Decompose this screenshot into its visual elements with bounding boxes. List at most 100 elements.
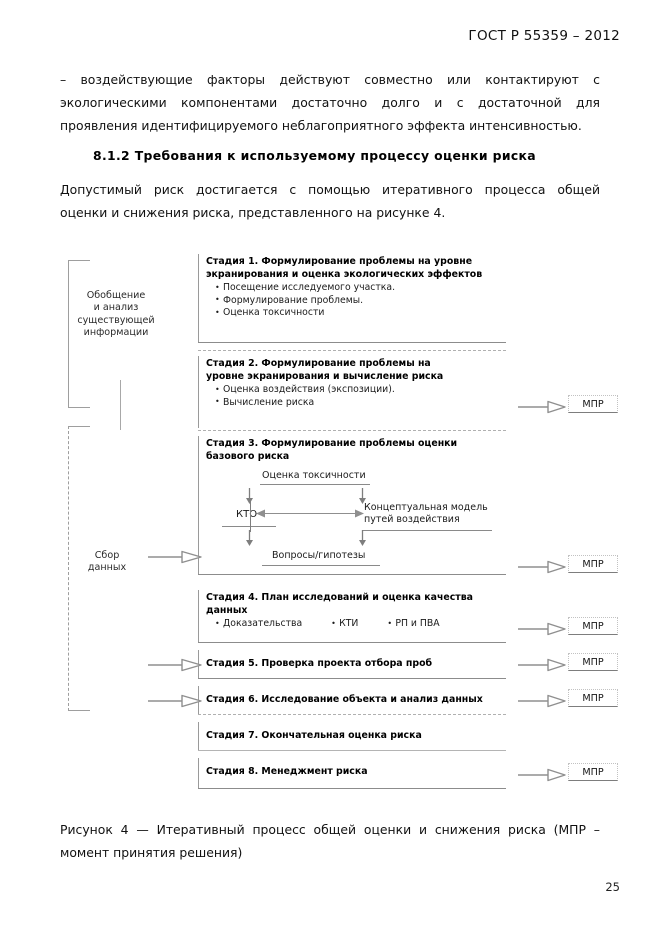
label-summary-analysis: Обобщение и анализ существующей информац… bbox=[68, 290, 164, 340]
decision-point-2: МПР bbox=[568, 555, 618, 573]
stage-title-line: уровне экранирования и вычисление риска bbox=[206, 370, 444, 382]
figure-4-iterative-risk-process: Обобщение и анализ существующей информац… bbox=[0, 250, 661, 795]
paragraph-line: – воздействующие факторы действуют совме… bbox=[60, 72, 600, 87]
arrow-kto-conceptual-bidirectional bbox=[256, 508, 364, 519]
stage-7-left-edge bbox=[198, 722, 199, 750]
stage-title-line: Стадия 5. Проверка проекта отбора проб bbox=[206, 658, 433, 669]
stage-7-bottom-rule bbox=[198, 750, 506, 751]
stage-7-box: Стадия 7. Окончательная оценка риска bbox=[206, 730, 506, 743]
stage-7-title: Стадия 7. Окончательная оценка риска bbox=[206, 730, 506, 743]
stage-bullet: КТИ bbox=[331, 618, 358, 631]
stage-6-bottom-rule bbox=[198, 714, 506, 715]
stage-title-line: Стадия 2. Формулирование проблемы на bbox=[206, 358, 431, 369]
stage-title-line: Стадия 8. Менеджмент риска bbox=[206, 766, 368, 777]
stage-3-conceptual-model-underline bbox=[362, 530, 492, 531]
label-data-collection: Сбор данных bbox=[72, 550, 142, 575]
stage-8-title: Стадия 8. Менеджмент риска bbox=[206, 766, 506, 779]
arrow-toxicity-to-conceptual-model bbox=[358, 488, 367, 505]
stage-6-title: Стадия 6. Исследование объекта и анализ … bbox=[206, 694, 506, 707]
document-standard-header: ГОСТ Р 55359 – 2012 bbox=[468, 28, 620, 44]
stage-2-bullets: Оценка воздействия (экспозиции). Вычисле… bbox=[206, 384, 506, 409]
stage-3-kto-divider bbox=[250, 500, 251, 532]
stage-8-bottom-rule bbox=[198, 788, 506, 789]
stage-title-line: Стадия 7. Окончательная оценка риска bbox=[206, 730, 422, 741]
decision-point-6: МПР bbox=[568, 763, 618, 781]
stage-1-left-edge bbox=[198, 254, 199, 342]
paragraph-line: Допустимый риск достигается с помощью ит… bbox=[60, 182, 600, 197]
arrow-stage-5-to-decision bbox=[518, 658, 568, 672]
stage-bullet: Формулирование проблемы. bbox=[215, 294, 506, 308]
stage-1-bullets: Посещение исследуемого участка. Формулир… bbox=[206, 282, 506, 320]
stage-8-box: Стадия 8. Менеджмент риска bbox=[206, 766, 506, 779]
arrow-stage-3-to-decision bbox=[518, 560, 568, 574]
arrow-stage-2-to-decision bbox=[518, 400, 568, 414]
stage-title-line: Стадия 3. Формулирование проблемы оценки bbox=[206, 438, 458, 449]
stage-title-line: Стадия 6. Исследование объекта и анализ … bbox=[206, 694, 483, 705]
stage-3-bottom-rule bbox=[198, 574, 506, 575]
stage-4-bottom-rule bbox=[198, 642, 506, 643]
arrow-stage-8-to-decision bbox=[518, 768, 568, 782]
bracket-summary-analysis bbox=[68, 260, 90, 408]
stage-1-bottom-rule bbox=[198, 342, 506, 343]
label-line: информации bbox=[83, 327, 149, 339]
stage-bullet: Доказательства bbox=[215, 618, 302, 631]
paragraph-line: оценки и снижения риска, представленного… bbox=[60, 205, 446, 220]
stage-bullet: Посещение исследуемого участка. bbox=[215, 282, 506, 295]
stage-1-box: Стадия 1. Формулирование проблемы на уро… bbox=[206, 256, 506, 320]
label-line: существующей bbox=[77, 314, 155, 326]
stage-6-box: Стадия 6. Исследование объекта и анализ … bbox=[206, 694, 506, 707]
arrow-stage-4-to-decision bbox=[518, 622, 568, 636]
bracket-data-collection bbox=[68, 426, 90, 711]
arrow-conceptual-to-questions bbox=[358, 530, 367, 547]
caption-line: момент принятия решения) bbox=[60, 845, 243, 860]
page-number: 25 bbox=[605, 880, 620, 894]
decision-point-5: МПР bbox=[568, 689, 618, 707]
stage-2-title: Стадия 2. Формулирование проблемы на уро… bbox=[206, 358, 506, 383]
stage-5-box: Стадия 5. Проверка проекта отбора проб bbox=[206, 658, 506, 671]
stage-4-box: Стадия 4. План исследований и оценка кач… bbox=[206, 592, 506, 631]
bracket-connector-line bbox=[120, 380, 121, 430]
stage-bullet: Вычисление риска bbox=[215, 396, 506, 410]
label-line: данных bbox=[87, 562, 127, 574]
stage-4-left-edge bbox=[198, 590, 199, 642]
arrow-stage-6-to-decision bbox=[518, 694, 568, 708]
stage-2-3-separator bbox=[198, 430, 506, 431]
stage-bullet: Оценка токсичности bbox=[215, 307, 506, 320]
stage-3-questions-hypotheses: Вопросы/гипотезы bbox=[272, 550, 366, 561]
arrow-toxicity-to-kto bbox=[245, 488, 254, 505]
stage-3-box: Стадия 3. Формулирование проблемы оценки… bbox=[206, 438, 506, 463]
stage-5-title: Стадия 5. Проверка проекта отбора проб bbox=[206, 658, 506, 671]
figure-caption: Рисунок 4 — Итеративный процесс общей оц… bbox=[60, 818, 600, 864]
stage-3-questions-underline bbox=[262, 565, 380, 566]
stage-4-title: Стадия 4. План исследований и оценка кач… bbox=[206, 592, 506, 617]
stage-title-line: экранирования и оценка экологических эфф… bbox=[206, 268, 483, 280]
label-line: Концептуальная модель bbox=[364, 502, 488, 513]
stage-4-bullets: Доказательства КТИ РП и ПВА bbox=[206, 618, 506, 631]
arrow-into-stage-5 bbox=[148, 658, 204, 672]
stage-3-conceptual-model: Концептуальная модель путей воздействия bbox=[364, 502, 488, 527]
stage-title-line: данных bbox=[206, 604, 248, 616]
stage-title-line: Стадия 4. План исследований и оценка кач… bbox=[206, 592, 473, 603]
decision-point-1: МПР bbox=[568, 395, 618, 413]
paragraph-bullet-continuation: – воздействующие факторы действуют совме… bbox=[60, 68, 600, 137]
stage-3-toxicity-assessment: Оценка токсичности bbox=[262, 470, 366, 481]
arrow-kto-to-questions bbox=[245, 530, 254, 547]
caption-line: Рисунок 4 — Итеративный процесс общей оц… bbox=[60, 822, 600, 837]
stage-1-title: Стадия 1. Формулирование проблемы на уро… bbox=[206, 256, 506, 281]
stage-3-kto-label: КТО bbox=[236, 509, 258, 520]
stage-3-title: Стадия 3. Формулирование проблемы оценки… bbox=[206, 438, 506, 463]
label-line: путей воздействия bbox=[364, 514, 460, 526]
stage-1-2-separator bbox=[198, 350, 506, 351]
label-line: Обобщение bbox=[86, 290, 146, 301]
stage-3-kto-underline bbox=[222, 526, 276, 527]
stage-2-left-edge bbox=[198, 356, 199, 428]
section-heading-8-1-2: 8.1.2 Требования к используемому процесс… bbox=[93, 148, 537, 163]
stage-5-bottom-rule bbox=[198, 678, 506, 679]
label-line: Сбор bbox=[94, 550, 120, 561]
label-line: и анализ bbox=[93, 302, 139, 314]
decision-point-4: МПР bbox=[568, 653, 618, 671]
stage-title-line: Стадия 1. Формулирование проблемы на уро… bbox=[206, 256, 473, 267]
paragraph-line: экологическими компонентами достаточно д… bbox=[60, 95, 600, 110]
stage-title-line: базового риска bbox=[206, 450, 290, 462]
